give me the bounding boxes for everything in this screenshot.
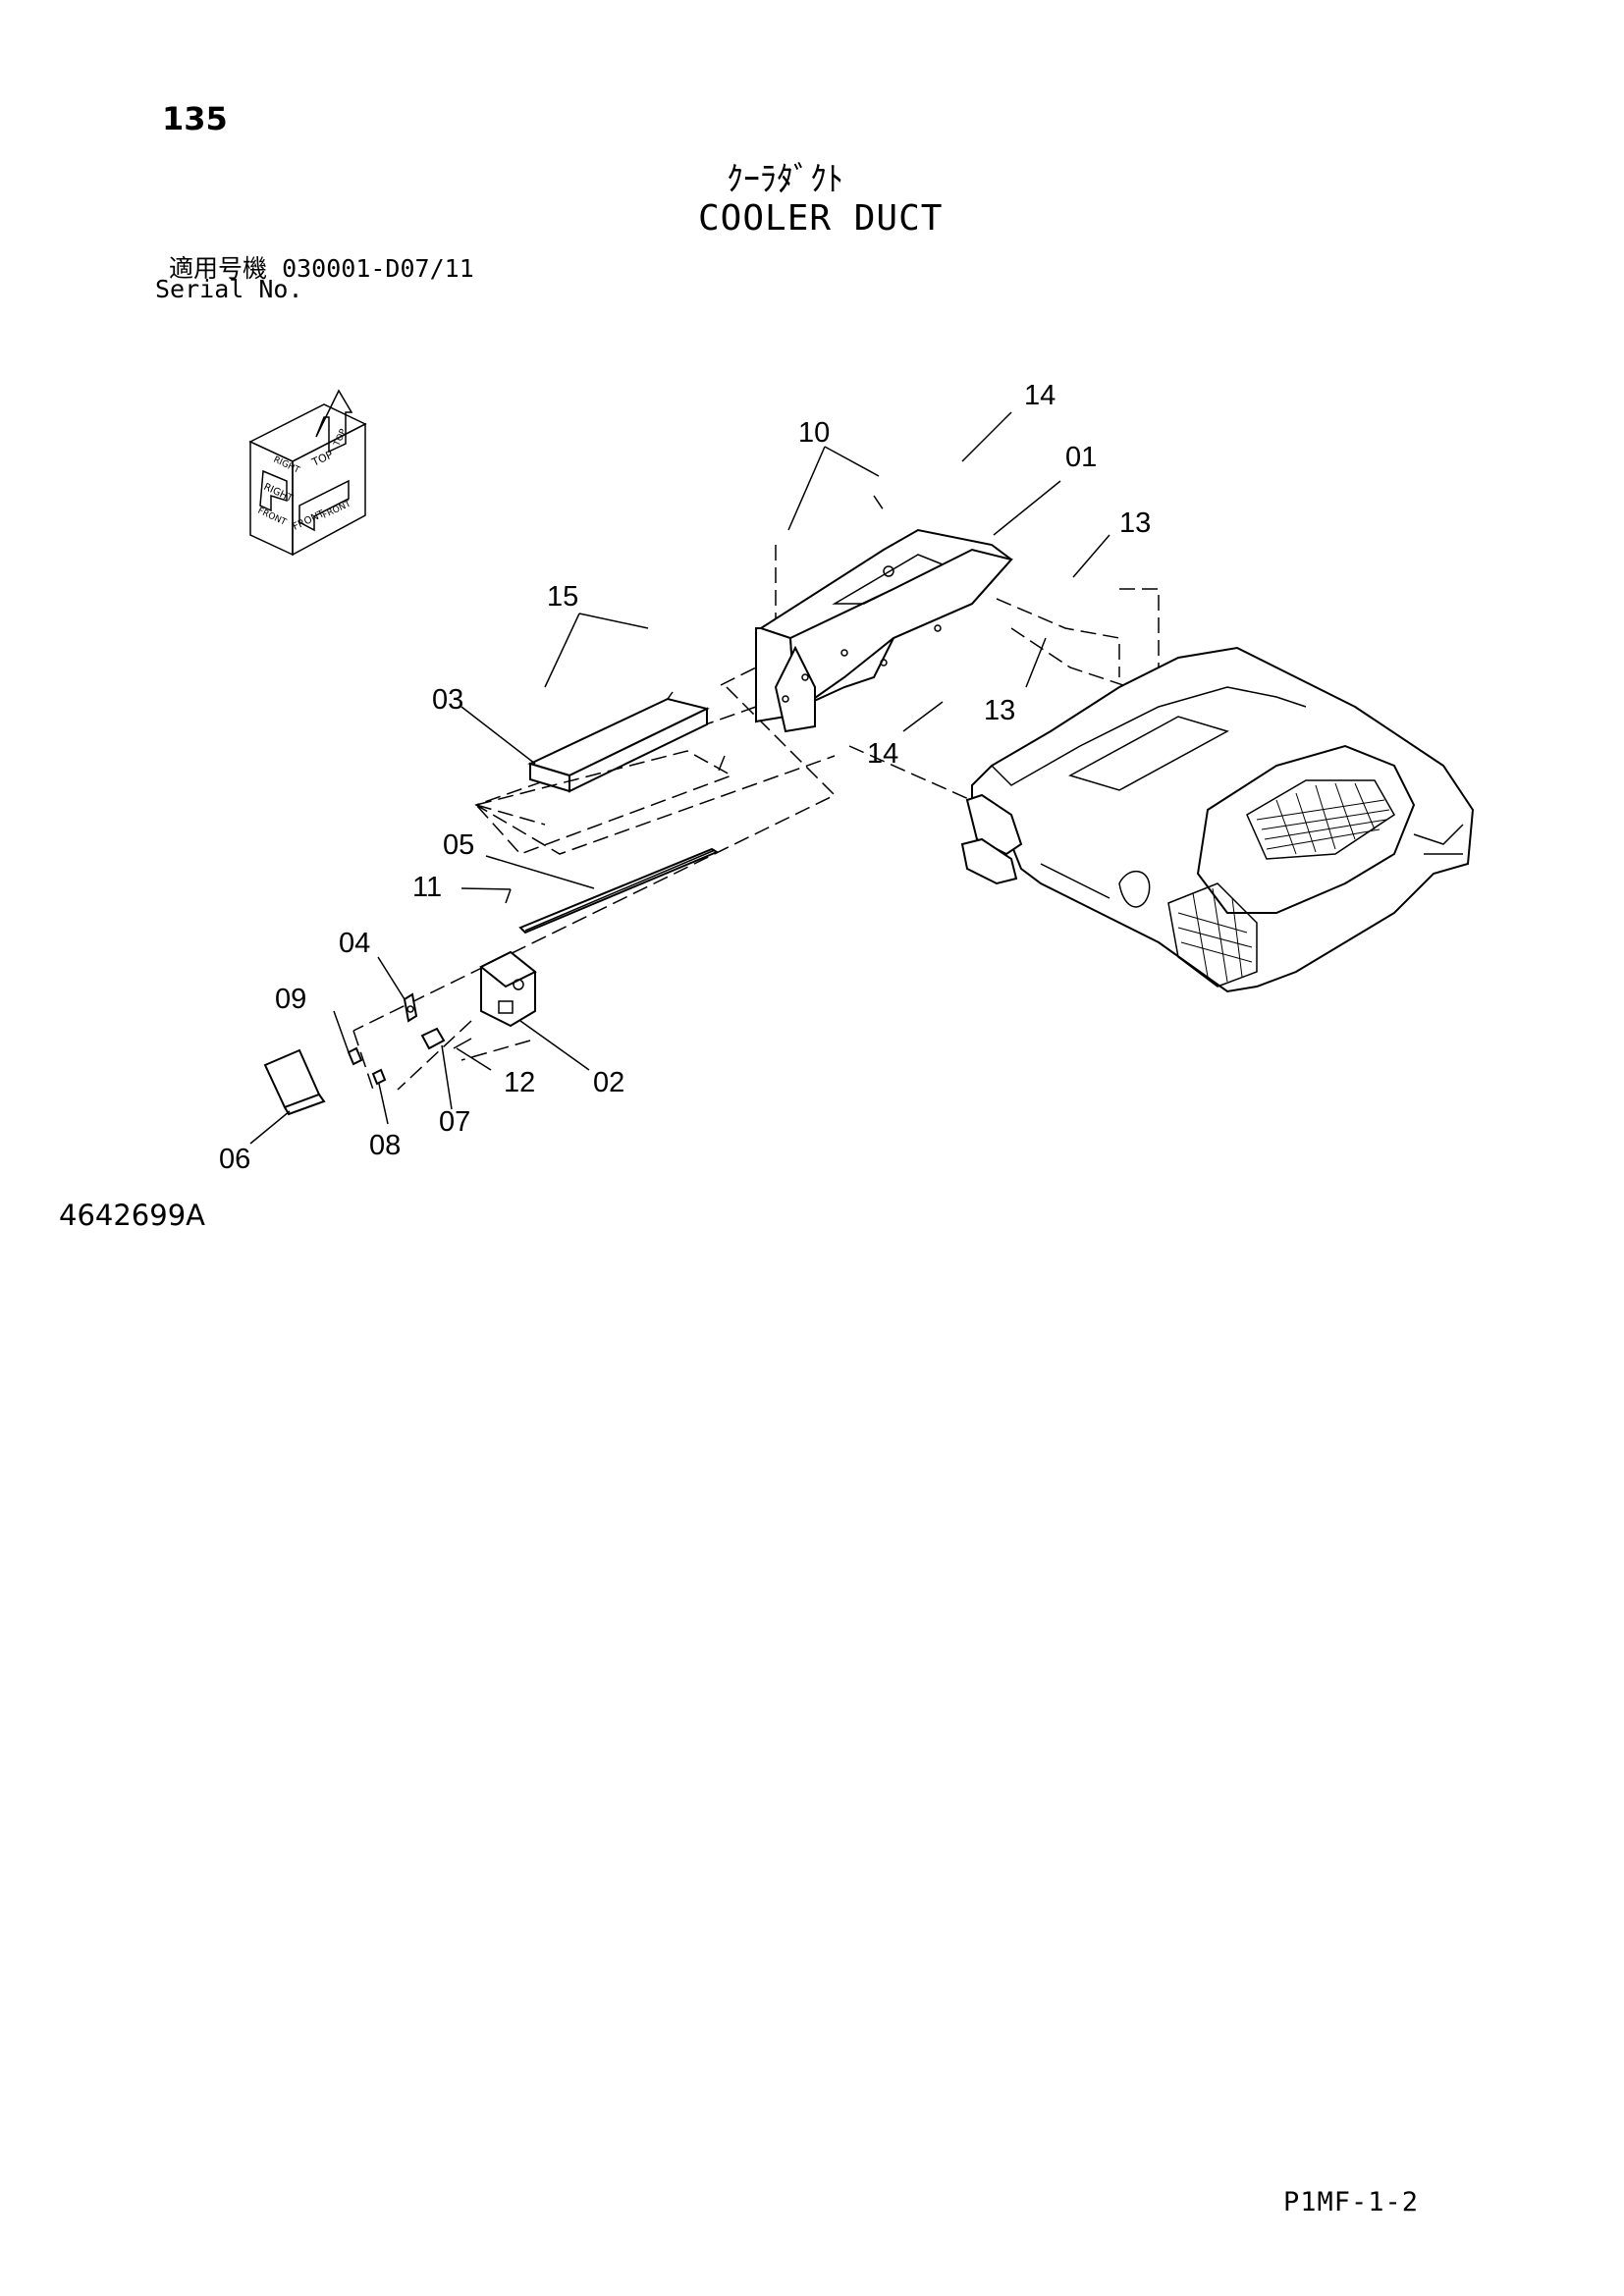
callout-05: 05	[443, 829, 474, 861]
page-number: 135	[162, 100, 228, 137]
callout-02: 02	[593, 1067, 624, 1098]
callout-12: 12	[504, 1067, 535, 1098]
cube-label-right: RIGHT	[262, 482, 296, 506]
serial-label-english: Serial No.	[155, 275, 303, 303]
cube-label-top-2: TOP	[332, 427, 349, 449]
callout-07: 07	[439, 1106, 470, 1138]
callout-06: 06	[219, 1144, 250, 1175]
callout-14-bottom: 14	[867, 738, 898, 770]
page-title: COOLER DUCT	[698, 198, 944, 239]
callout-13-top: 13	[1119, 507, 1151, 539]
callout-10: 10	[798, 417, 830, 449]
callout-01: 01	[1065, 442, 1097, 473]
callout-14-top: 14	[1024, 380, 1056, 411]
cube-label-front-2: FRONT	[256, 507, 289, 528]
grille-front	[1167, 882, 1258, 988]
callout-08: 08	[369, 1130, 401, 1161]
part-01-duct	[755, 528, 1013, 733]
part-03-filter	[474, 691, 733, 855]
callout-13-bottom: 13	[984, 695, 1015, 726]
cube-label-front-3: FRONT	[321, 499, 353, 520]
drawing-number: 4642699A	[59, 1199, 205, 1232]
leader-lines	[249, 411, 1110, 1145]
part-02-louver	[479, 950, 537, 1028]
page-code: P1MF-1-2	[1283, 2187, 1420, 2217]
cooler-unit	[960, 646, 1475, 993]
serial-line-japanese: 適用号機 030001-D07/11	[169, 249, 474, 285]
part-05-strip	[518, 847, 720, 934]
small-parts	[263, 888, 512, 1116]
serial-value: 030001-D07/11	[282, 254, 474, 283]
title-japanese: ｸｰﾗﾀﾞｸﾄ	[727, 160, 843, 199]
callouts: 14 10 01 13 15 03 13 14 05 11 04 09 12 0…	[219, 380, 1151, 1175]
callout-15: 15	[547, 581, 578, 613]
callout-04: 04	[339, 928, 370, 959]
callout-03: 03	[432, 684, 463, 716]
callout-09: 09	[275, 984, 306, 1015]
serial-label-japanese: 適用号機	[169, 254, 268, 283]
orientation-cube: TOP RIGHT FRONT FRONT FRONT RIGHT TOP	[248, 389, 367, 557]
grille-top	[1246, 779, 1395, 860]
callout-11: 11	[412, 872, 442, 903]
